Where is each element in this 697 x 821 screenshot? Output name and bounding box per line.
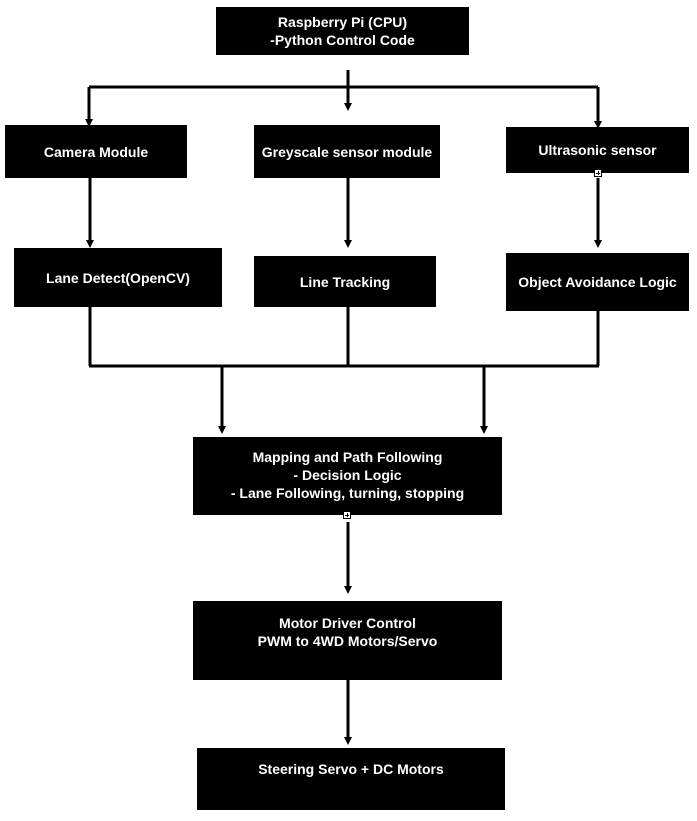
node-motor-driver-line-1: Motor Driver Control bbox=[279, 615, 416, 631]
node-steering-motors-label: Steering Servo + DC Motors bbox=[258, 761, 444, 777]
node-camera-module-label: Camera Module bbox=[43, 143, 149, 160]
node-mapping-path-following: Mapping and Path Following - Decision Lo… bbox=[193, 437, 502, 515]
node-raspberry-pi-line-2: -Python Control Code bbox=[270, 32, 415, 48]
expand-icon[interactable] bbox=[343, 511, 351, 519]
node-mapping-line-2: - Decision Logic bbox=[293, 467, 402, 483]
node-ultrasonic-sensor-label: Ultrasonic sensor bbox=[538, 142, 657, 158]
node-greyscale-sensor-label: Greyscale sensor module bbox=[261, 143, 433, 160]
node-lane-detect-label: Lane Detect(OpenCV) bbox=[46, 269, 190, 286]
node-motor-driver-line-2: PWM to 4WD Motors/Servo bbox=[257, 633, 438, 649]
node-raspberry-pi-line-1: Raspberry Pi (CPU) bbox=[277, 14, 408, 30]
node-mapping-line-1: Mapping and Path Following bbox=[252, 449, 443, 465]
node-object-avoidance-label: Object Avoidance Logic bbox=[518, 274, 677, 290]
node-object-avoidance: Object Avoidance Logic bbox=[506, 253, 689, 311]
node-line-tracking-label: Line Tracking bbox=[299, 273, 391, 290]
node-raspberry-pi: Raspberry Pi (CPU) -Python Control Code bbox=[216, 7, 469, 55]
node-camera-module: Camera Module bbox=[5, 125, 187, 178]
node-mapping-line-3: - Lane Following, turning, stopping bbox=[230, 485, 465, 501]
expand-icon[interactable] bbox=[594, 169, 602, 177]
node-ultrasonic-sensor: Ultrasonic sensor bbox=[506, 127, 689, 173]
node-line-tracking: Line Tracking bbox=[254, 256, 436, 307]
node-greyscale-sensor: Greyscale sensor module bbox=[254, 125, 440, 178]
node-lane-detect: Lane Detect(OpenCV) bbox=[14, 248, 222, 307]
node-steering-motors: Steering Servo + DC Motors bbox=[197, 748, 505, 810]
node-motor-driver: Motor Driver Control PWM to 4WD Motors/S… bbox=[193, 601, 502, 680]
